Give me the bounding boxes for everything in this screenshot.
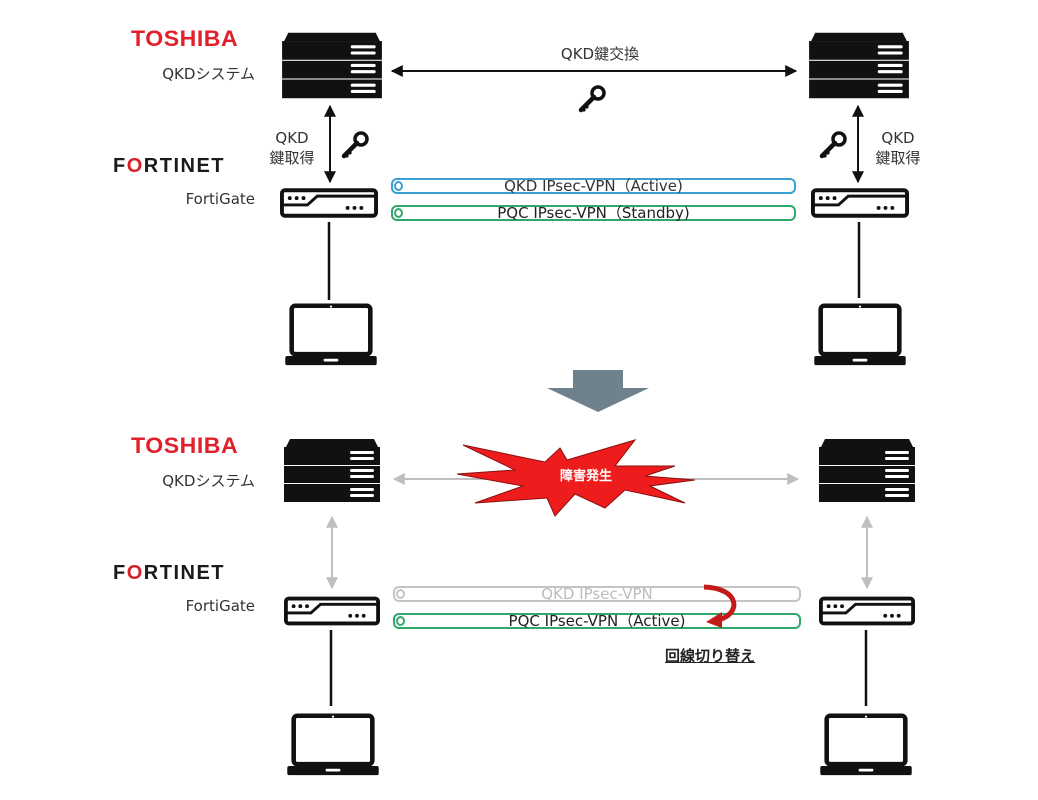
pqc-vpn-tunnel-active[interactable]: PQC IPsec-VPN（Active) [393, 613, 801, 629]
fortigate-right-icon[interactable] [811, 188, 909, 218]
lan-cable-right [864, 630, 868, 706]
fortinet-logo: FORTINET [113, 562, 225, 585]
toshiba-logo: TOSHIBA [131, 433, 239, 458]
fortigate-left-icon[interactable] [280, 188, 378, 218]
qkd-system-label: QKDシステム [162, 65, 255, 83]
key-icon [818, 130, 848, 160]
laptop-left-icon[interactable] [287, 713, 379, 777]
key-icon [577, 84, 607, 114]
qkd-key-get-right-label: QKD 鍵取得 [868, 128, 928, 168]
qkd-server-left-icon[interactable] [280, 32, 384, 100]
failure-label: 障害発生 [560, 469, 613, 484]
failure-burst-icon [456, 439, 696, 517]
qkd-vpn-tunnel-label: QKD IPsec-VPN [541, 585, 653, 603]
qkd-key-get-left-line2: 鍵取得 [269, 149, 315, 167]
fortigate-right-icon[interactable] [819, 596, 915, 626]
fortinet-logo-text: FORTINET [113, 562, 225, 584]
toshiba-logo: TOSHIBA [131, 26, 239, 51]
laptop-right-icon[interactable] [820, 713, 912, 777]
qkd-server-right-icon[interactable] [807, 32, 911, 100]
qkd-key-get-left-line1: QKD [275, 129, 309, 147]
fortigate-label: FortiGate [185, 190, 255, 208]
fortinet-logo: FORTINET [113, 155, 225, 178]
qkd-key-get-left-label: QKD 鍵取得 [262, 128, 322, 168]
pqc-vpn-tunnel-label: PQC IPsec-VPN（Standby) [497, 204, 690, 222]
qkd-system-label: QKDシステム [162, 472, 255, 490]
qkd-key-get-right-line2: 鍵取得 [875, 149, 921, 167]
qkd-key-get-left-arrow [324, 104, 336, 184]
key-icon [340, 130, 370, 160]
fortinet-logo-text: FORTINET [113, 155, 225, 177]
qkd-server-left-icon[interactable] [282, 437, 382, 505]
qkd-vpn-tunnel-active[interactable]: QKD IPsec-VPN（Active) [391, 178, 796, 194]
qkd-key-exchange-label: QKD鍵交換 [560, 45, 640, 63]
transition-down-arrow-icon [547, 370, 649, 412]
fortinet-logo-accent: O [126, 155, 144, 177]
lan-cable-left [329, 630, 333, 706]
fortigate-left-icon[interactable] [284, 596, 380, 626]
fortigate-label: FortiGate [185, 597, 255, 615]
qkd-key-exchange-arrow [390, 65, 798, 77]
pqc-vpn-tunnel-standby[interactable]: PQC IPsec-VPN（Standby) [391, 205, 796, 221]
laptop-left-icon[interactable] [285, 303, 377, 367]
fortinet-logo-accent: O [126, 562, 144, 584]
pqc-vpn-tunnel-label: PQC IPsec-VPN（Active) [508, 612, 686, 630]
laptop-right-icon[interactable] [814, 303, 906, 367]
qkd-key-get-right-line1: QKD [881, 129, 915, 147]
qkd-server-right-icon[interactable] [817, 437, 917, 505]
qkd-key-get-right-arrow-inactive [861, 515, 873, 590]
lan-cable-right [857, 222, 861, 298]
qkd-key-get-left-arrow-inactive [326, 515, 338, 590]
failover-switch-label: 回線切り替え [665, 647, 756, 665]
qkd-key-get-right-arrow [852, 104, 864, 184]
lan-cable-left [327, 222, 331, 300]
qkd-vpn-tunnel-label: QKD IPsec-VPN（Active) [504, 177, 683, 195]
qkd-vpn-tunnel-inactive[interactable]: QKD IPsec-VPN [393, 586, 801, 602]
failover-curved-arrow-icon [703, 584, 737, 628]
